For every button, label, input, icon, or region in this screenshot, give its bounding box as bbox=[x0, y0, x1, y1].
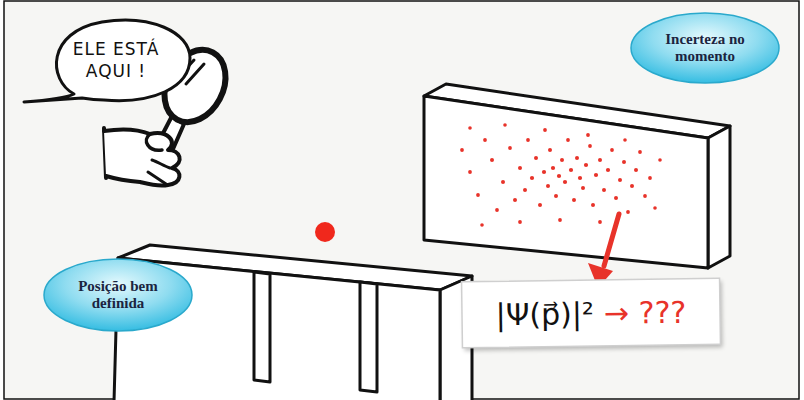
info-ellipse: Posição bem definida bbox=[43, 258, 193, 332]
formula-text: |Ψ(p⃗)|² bbox=[495, 295, 594, 331]
card-path bbox=[462, 278, 721, 348]
formula-question: → ??? bbox=[604, 294, 687, 330]
speech-text: ELE ESTÁ AQUI ! bbox=[66, 38, 166, 82]
ellipse-label: Posição bem definida bbox=[63, 278, 173, 312]
formula-card: |Ψ(p⃗)|² → ??? bbox=[462, 278, 721, 348]
impact-dots bbox=[460, 123, 662, 227]
particle-dot bbox=[315, 222, 335, 242]
ellipse-path bbox=[631, 13, 779, 83]
bubble-path bbox=[24, 20, 190, 102]
pointer-arrow bbox=[588, 214, 619, 288]
detector-screen bbox=[424, 84, 730, 268]
bubble-outline bbox=[40, 14, 192, 106]
info-ellipse: Incerteza no momento bbox=[630, 12, 780, 84]
speech-bubble: ELE ESTÁ AQUI ! bbox=[40, 14, 192, 106]
ellipse-path bbox=[44, 259, 192, 331]
ellipse-label: Incerteza no momento bbox=[650, 31, 760, 65]
